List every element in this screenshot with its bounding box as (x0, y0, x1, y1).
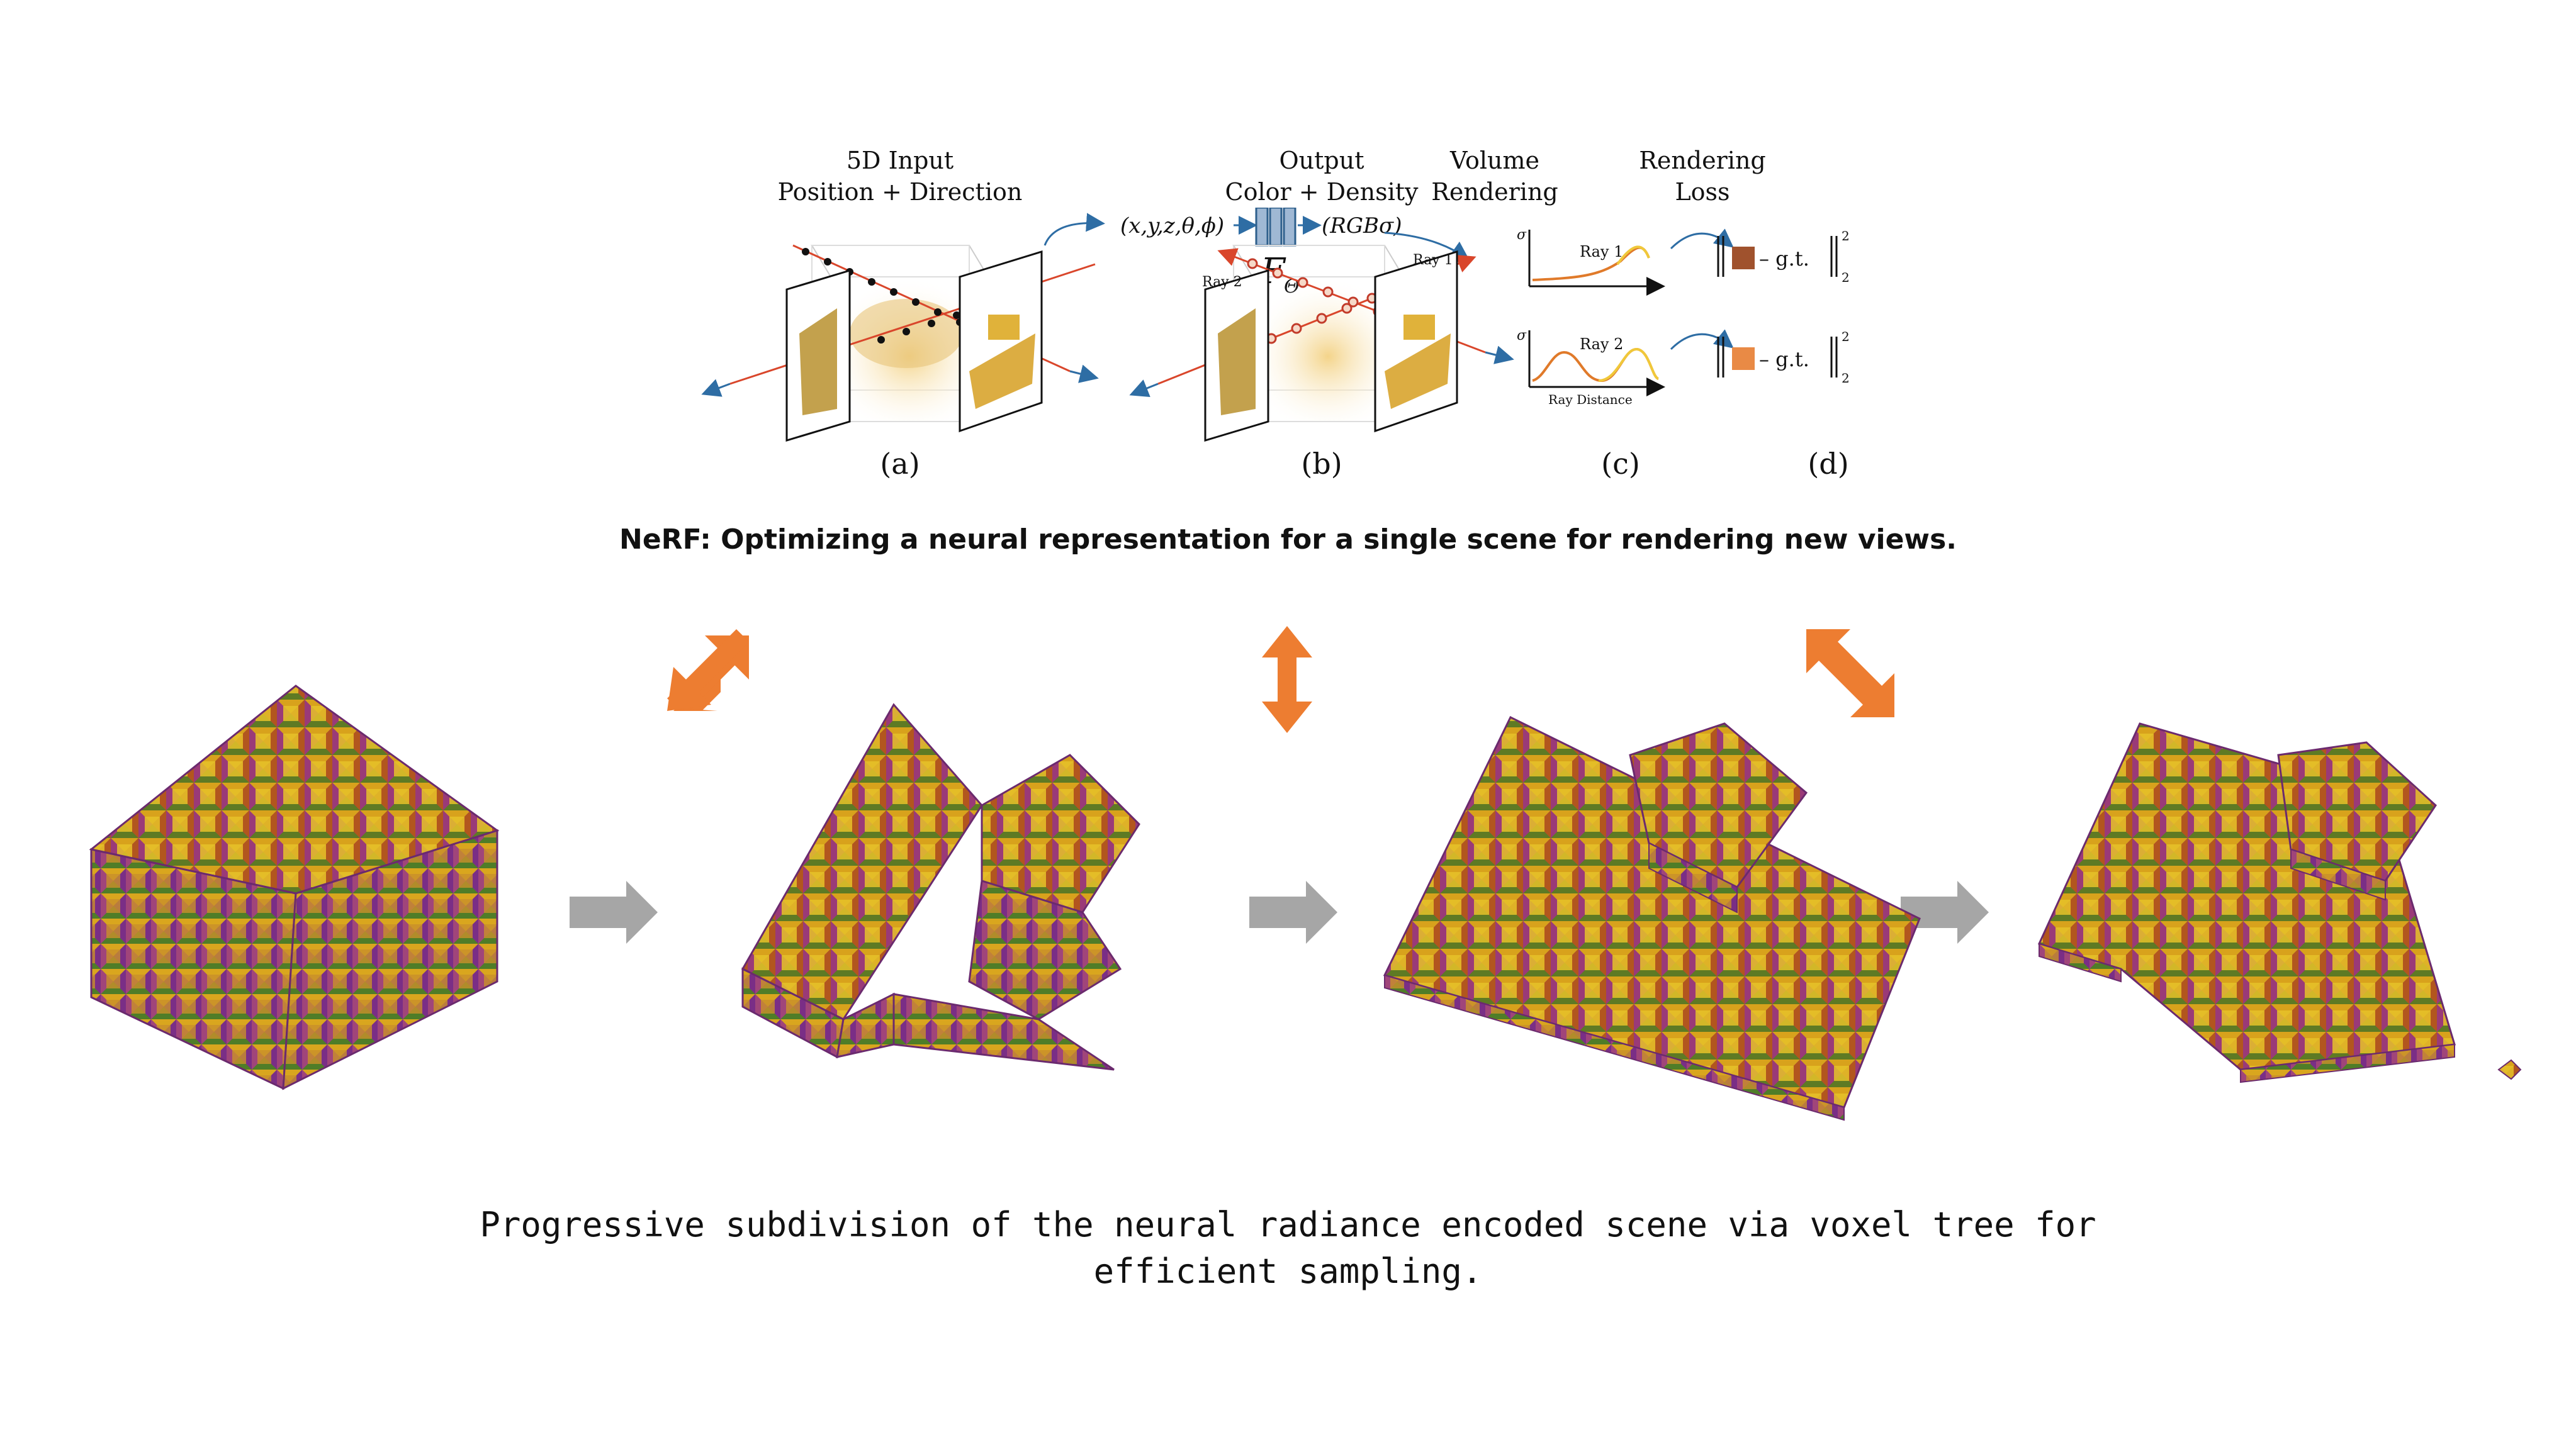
panel-b-ray1: Ray 1 (1413, 252, 1453, 268)
panel-a-header: 5D Input Position + Direction (711, 145, 1089, 208)
caption-nerf: NeRF: Optimizing a neural representation… (619, 523, 1957, 556)
loss-swatch-2 (1732, 347, 1755, 370)
orange-arrow-diagonal-1 (667, 629, 749, 711)
panel-b-header-line2: Color + Density (1225, 178, 1419, 206)
panel-d-label: (d) (1808, 447, 1849, 481)
panel-c-header-line2: Rendering (1431, 178, 1558, 206)
panel-c-header-line1: Volume (1450, 147, 1539, 174)
voxel-cube-stage-4 (2037, 722, 2522, 1083)
caption-voxel: Progressive subdivision of the neural ra… (0, 1202, 2576, 1295)
orange-arrow-vertical (1262, 626, 1312, 733)
loss-sub-2: 2 (1842, 371, 1850, 386)
panel-c-sigma-2: σ (1517, 328, 1527, 344)
panel-c-sigma-1: σ (1517, 227, 1527, 243)
loss-swatch-1 (1732, 247, 1755, 269)
voxel-cube-stage-3 (1383, 715, 1921, 1121)
gray-arrow-2 (1249, 881, 1337, 944)
panel-a-label: (a) (880, 447, 920, 481)
panel-a-header-line2: Position + Direction (777, 178, 1023, 206)
voxel-cube-stage-2 (741, 703, 1140, 1071)
nerf-figure: 5D Input Position + Direction Output Col… (692, 145, 1888, 510)
panel-c-header: Volume Rendering (1400, 145, 1589, 208)
voxel-progression (89, 626, 2522, 1121)
loss-gt-2: – g.t. (1759, 347, 1809, 371)
panel-d-header: Rendering Loss (1608, 145, 1797, 208)
ray-a-blue-right (1069, 364, 1099, 383)
loss-gt-1: – g.t. (1759, 247, 1809, 271)
panel-c-ray2: Ray 2 (1580, 335, 1623, 353)
panel-c-ray1: Ray 1 (1580, 243, 1623, 260)
nerf-diagram-graphics: (x,y,z,θ,ϕ) F Θ (RGBσ) (701, 208, 1850, 442)
panel-c-label: (c) (1601, 447, 1640, 481)
panel-a-header-line1: 5D Input (846, 147, 954, 174)
orange-arrow-diagonal-2 (1806, 629, 1894, 717)
output-tuple: (RGBσ) (1322, 213, 1402, 238)
loss-exp-2: 2 (1842, 329, 1850, 344)
gray-arrow-1 (570, 881, 658, 944)
panel-c-xlabel: Ray Distance (1548, 392, 1633, 407)
panel-b-label: (b) (1301, 447, 1342, 481)
panel-d-header-line1: Rendering (1639, 147, 1766, 174)
gray-arrow-3 (1901, 881, 1989, 944)
ray-a-blue-left (701, 379, 731, 397)
panel-b-header-line1: Output (1279, 147, 1364, 174)
voxel-cube-stage-1 (89, 685, 500, 1090)
caption-voxel-line1: Progressive subdivision of the neural ra… (480, 1205, 2096, 1245)
panel-b-ray2: Ray 2 (1202, 274, 1242, 290)
input-tuple: (x,y,z,θ,ϕ) (1120, 213, 1224, 238)
loss-sub-1: 2 (1842, 270, 1850, 285)
network-block (1234, 208, 1322, 247)
panel-d-loss (1717, 236, 1838, 378)
panel-d-header-line2: Loss (1675, 178, 1730, 206)
panel-b-header: Output Color + Density (1133, 145, 1510, 208)
caption-voxel-line2: efficient sampling. (1093, 1251, 1483, 1291)
panel-c-plots (1528, 228, 1734, 396)
panel-b-scene (1129, 232, 1514, 442)
loss-exp-1: 2 (1842, 228, 1850, 243)
panel-a-scene (701, 213, 1105, 442)
